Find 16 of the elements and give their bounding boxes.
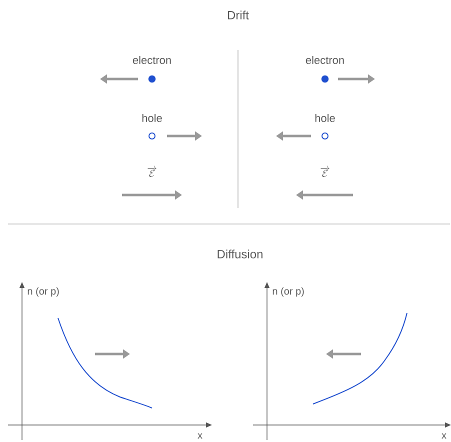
particle: hole (315, 114, 335, 140)
axis-label: x (198, 433, 202, 439)
particle: electron (306, 56, 344, 83)
axis-label: n (or p) (28, 287, 59, 297)
node-label: hole (315, 114, 335, 122)
section-title: Diffusion (218, 250, 262, 258)
field-symbol: $\overrightarrow{\mathcal{E}}$ (148, 166, 156, 177)
node-label: hole (142, 114, 162, 122)
section-title: Drift (228, 10, 249, 20)
particle: hole (142, 114, 162, 140)
field-symbol: $\overrightarrow{\mathcal{E}}$ (320, 166, 330, 177)
axis-label: n (or p) (272, 287, 304, 297)
axis-label: x (442, 433, 446, 439)
node-label: electron (306, 56, 344, 64)
node-label: electron (132, 56, 171, 64)
particle: electron (132, 56, 171, 83)
